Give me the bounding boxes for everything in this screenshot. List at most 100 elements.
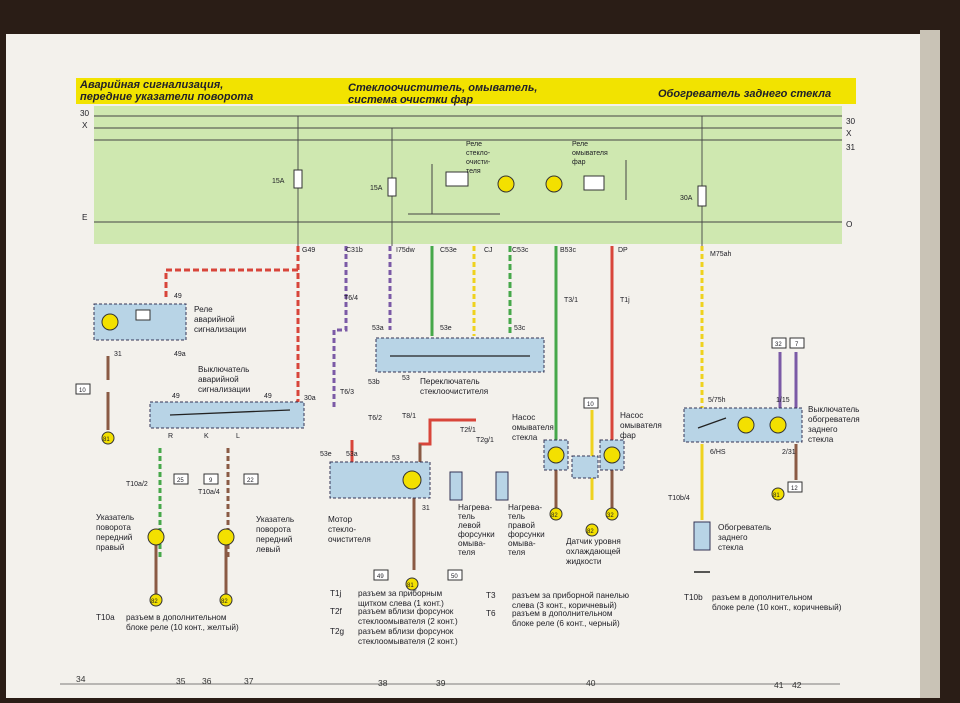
header-right: Обогреватель заднего стекла	[658, 88, 831, 100]
connector-t64: T6/4	[344, 295, 358, 302]
svg-text:81: 81	[407, 583, 414, 589]
svg-text:9: 9	[209, 478, 213, 484]
svg-text:49: 49	[264, 393, 272, 400]
svg-text:обогревателя: обогревателя	[808, 415, 860, 424]
svg-text:омывателя: омывателя	[572, 150, 608, 157]
svg-text:32: 32	[775, 342, 782, 348]
svg-text:разъем в дополнительном: разъем в дополнительном	[512, 609, 613, 618]
hazard-relay-lamp-icon	[101, 313, 119, 331]
indicator-right-lamp-icon	[147, 528, 165, 546]
ground-82-ind-left	[219, 593, 233, 607]
page-num-36: 36	[202, 676, 212, 686]
heater-switch-lamp2-icon	[769, 416, 787, 434]
page-num-41: 41	[774, 680, 784, 690]
svg-text:блоке реле (10 конт., коричнев: блоке реле (10 конт., коричневый)	[712, 603, 842, 612]
wiper-relay: Реле стекло- очисти- теля	[408, 141, 515, 215]
ground-32-hlpump	[605, 507, 619, 521]
svg-text:53: 53	[402, 375, 410, 382]
header-mid-line2: система очистки фар	[348, 94, 473, 106]
svg-text:слева (3 конт., коричневый): слева (3 конт., коричневый)	[512, 601, 617, 610]
ground-81-rear	[771, 487, 785, 501]
svg-text:53a: 53a	[346, 451, 358, 458]
svg-text:разъем вблизи форсунок: разъем вблизи форсунок	[358, 627, 454, 636]
svg-text:передний: передний	[256, 535, 292, 544]
svg-text:стекла: стекла	[512, 433, 538, 442]
svg-text:1/15: 1/15	[776, 397, 790, 404]
svg-text:стекло-: стекло-	[328, 525, 356, 534]
wiper-switch: 53a 53e 53c 53 53b Переключатель стеклоо…	[368, 325, 545, 396]
rail-label-x-left: X	[82, 121, 88, 130]
svg-text:30a: 30a	[304, 395, 316, 402]
svg-text:81: 81	[773, 493, 780, 499]
svg-text:82: 82	[587, 529, 594, 535]
svg-text:сигнализации: сигнализации	[198, 385, 250, 394]
svg-text:81: 81	[103, 437, 110, 443]
svg-text:очистителя: очистителя	[328, 535, 371, 544]
wire-code-m75ah: M75ah	[710, 251, 732, 258]
svg-text:Выключатель: Выключатель	[198, 365, 249, 374]
svg-text:левой: левой	[458, 521, 481, 530]
svg-text:тель: тель	[458, 512, 475, 521]
svg-text:сигнализации: сигнализации	[194, 325, 246, 334]
box-50	[447, 569, 463, 581]
wire-code-i75dw: I75dw	[396, 247, 416, 254]
header-left-line2: передние указатели поворота	[80, 91, 253, 103]
svg-text:31: 31	[114, 351, 122, 358]
fuse-15a-mid: 15A	[370, 128, 397, 246]
svg-text:R: R	[168, 433, 173, 440]
svg-text:стеклоомывателя (2 конт.): стеклоомывателя (2 конт.)	[358, 617, 458, 626]
wiper-relay-lamp-icon	[497, 175, 515, 193]
fuse-30a: 30A	[680, 116, 707, 246]
heater-switch-lamp1-icon	[737, 416, 755, 434]
nozzle-heater-left: T2f/1 Нагрева- тель левой форсунки омыва…	[449, 427, 495, 557]
svg-text:12: 12	[791, 486, 798, 492]
svg-text:T2f/1: T2f/1	[460, 427, 476, 434]
hazard-switch: Выключатель аварийной сигнализации 49 49…	[149, 365, 316, 440]
svg-text:стеклоомывателя (2 конт.): стеклоомывателя (2 конт.)	[358, 637, 458, 646]
rear-window-heater: Обогреватель заднего стекла	[693, 521, 771, 573]
svg-text:фар: фар	[572, 159, 586, 166]
svg-text:правый: правый	[96, 543, 124, 552]
svg-text:омывателя: омывателя	[512, 423, 554, 432]
page-num-42: 42	[792, 680, 802, 690]
svg-text:стекла: стекла	[808, 435, 834, 444]
ground-82-ind-right	[149, 593, 163, 607]
legend-t3-code: T3	[486, 591, 496, 600]
svg-text:T2g/1: T2g/1	[476, 437, 494, 444]
legend-t1j-code: T1j	[330, 589, 342, 598]
svg-text:10: 10	[79, 388, 86, 394]
box-10-left	[75, 383, 91, 395]
svg-text:Указатель: Указатель	[96, 513, 134, 522]
svg-text:охлаждающей: охлаждающей	[566, 547, 621, 556]
svg-text:30A: 30A	[680, 195, 693, 202]
svg-text:53b: 53b	[368, 379, 380, 386]
svg-text:Реле: Реле	[194, 305, 213, 314]
svg-text:Указатель: Указатель	[256, 515, 294, 524]
svg-text:левый: левый	[256, 545, 280, 554]
ground-81-motor	[405, 577, 419, 591]
ground-82-sensor	[585, 523, 599, 537]
svg-text:Переключатель: Переключатель	[420, 377, 480, 386]
svg-text:тель: тель	[508, 512, 525, 521]
svg-text:L: L	[236, 433, 240, 440]
legend-t6-code: T6	[486, 609, 496, 618]
svg-text:фар: фар	[620, 431, 636, 440]
svg-text:очисти-: очисти-	[466, 159, 491, 166]
connector-t62: T6/2	[368, 415, 382, 422]
wire-code-g49: G49	[302, 247, 315, 254]
svg-text:Нагрева-: Нагрева-	[508, 503, 542, 512]
page-num-40: 40	[586, 678, 596, 688]
legend-t10a-code: T10a	[96, 613, 115, 622]
svg-text:15A: 15A	[272, 178, 285, 185]
svg-text:5/75h: 5/75h	[708, 397, 726, 404]
wire-code-cj: CJ	[484, 247, 493, 254]
svg-text:K: K	[204, 433, 209, 440]
svg-text:разъем вблизи форсунок: разъем вблизи форсунок	[358, 607, 454, 616]
wire-code-b53c: B53c	[560, 247, 576, 254]
page-num-34: 34	[76, 674, 86, 684]
fuse-15a-left: 15A	[272, 116, 303, 246]
wire-code-c53e: C53e	[440, 247, 457, 254]
svg-text:правой: правой	[508, 521, 535, 530]
indicator-left-lamp-icon	[217, 528, 235, 546]
svg-text:82: 82	[151, 599, 158, 605]
